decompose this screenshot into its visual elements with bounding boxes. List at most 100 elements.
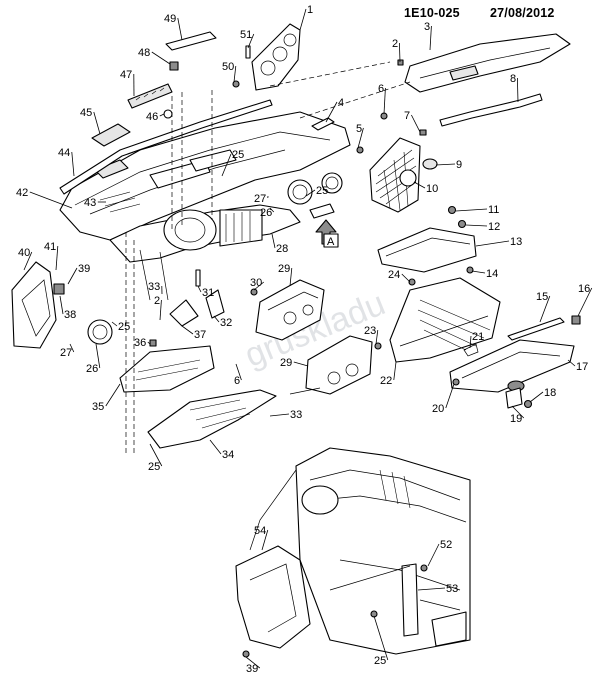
part-38-clip	[53, 283, 65, 295]
callout-c25b: 25	[316, 185, 328, 197]
leader-c8	[517, 77, 519, 103]
callout-c39a: 39	[78, 263, 90, 275]
callout-c49: 49	[164, 13, 176, 25]
callout-c16: 16	[578, 283, 590, 295]
callout-c1: 1	[307, 4, 313, 16]
callout-c8: 8	[510, 73, 516, 85]
part-29-center-bezel	[289, 335, 373, 395]
part-50-fastener	[232, 80, 240, 88]
leader-c11	[455, 208, 488, 212]
callout-c40: 40	[18, 247, 30, 259]
part-20-fastener	[452, 378, 460, 386]
part-45-grille	[91, 123, 131, 147]
callout-c42: 42	[16, 187, 28, 199]
callout-c30: 30	[250, 277, 262, 289]
callout-c2: 2	[392, 38, 398, 50]
leader-c22	[393, 361, 397, 381]
leader-c34	[209, 439, 222, 455]
callout-c29a: 29	[278, 263, 290, 275]
leader-c54	[261, 529, 269, 551]
callout-c26b: 26	[86, 363, 98, 375]
part-19-latch	[505, 387, 523, 409]
callout-c25d: 25	[148, 461, 160, 473]
callout-c35: 35	[92, 401, 104, 413]
callout-c46: 46	[146, 111, 158, 123]
leader-c29b	[293, 361, 309, 367]
callout-c27a: 27	[254, 193, 266, 205]
leader-c21	[469, 335, 472, 349]
part-53-strap	[401, 563, 419, 637]
callout-c7: 7	[404, 110, 410, 122]
center-gauge	[287, 172, 343, 219]
diagram-code: 1E10-025	[404, 6, 460, 20]
leader-c29a	[289, 267, 293, 287]
leader-c39b	[245, 656, 261, 669]
part-24-fastener	[408, 278, 416, 286]
part-40-end-cap	[11, 261, 57, 349]
callout-labels: 1234567891011121314151617181920212223242…	[16, 4, 590, 675]
leader-c19	[511, 405, 525, 419]
leader-c15	[539, 295, 551, 323]
part-14-fastener	[466, 266, 474, 274]
part-1-gauge-bezel	[251, 23, 301, 91]
callout-c52: 52	[440, 539, 452, 551]
part-35-knee-bolster	[119, 345, 215, 393]
leader-c39a	[67, 267, 78, 285]
leader-c13	[475, 240, 510, 247]
callout-c54: 54	[254, 525, 266, 537]
callout-c13: 13	[510, 236, 522, 248]
callout-c37: 37	[194, 329, 206, 341]
callout-c36: 36	[134, 337, 146, 349]
leader-c46	[159, 113, 165, 117]
leader-c53	[417, 587, 446, 591]
part-51-pin	[245, 45, 251, 59]
callout-c23: 23	[364, 325, 376, 337]
part-16-bumper	[571, 315, 581, 325]
part-47-vent	[127, 83, 173, 109]
leader-c1	[299, 8, 307, 31]
part-2-clip	[397, 59, 404, 66]
leader-c44	[71, 151, 75, 177]
leader-c45	[93, 111, 101, 135]
part-10-end-panel	[369, 137, 421, 213]
callout-c31: 31	[202, 287, 214, 299]
leader-c36	[147, 341, 151, 345]
callout-c10: 10	[426, 183, 438, 195]
leader-c25d	[149, 443, 163, 467]
part-4-trim	[311, 117, 335, 131]
leader-c25b	[305, 189, 316, 197]
callout-c6: 6	[378, 83, 384, 95]
view-a-arrow: A	[315, 219, 339, 248]
leader-c30	[253, 281, 265, 291]
leader-c2	[399, 42, 401, 63]
callout-c21: 21	[472, 331, 484, 343]
leader-c26a	[269, 207, 275, 213]
part-37-bracket	[169, 299, 199, 327]
callout-c18: 18	[544, 387, 556, 399]
leader-c38	[59, 295, 64, 315]
leader-c6	[383, 87, 386, 115]
part-18-screw	[523, 399, 533, 409]
leader-c41	[55, 245, 59, 271]
leader-c5	[357, 127, 364, 149]
part-46-fastener	[163, 109, 173, 119]
callout-c51: 51	[240, 29, 252, 41]
callout-c34: 34	[222, 449, 234, 461]
leader-c9	[435, 163, 456, 166]
leader-c24	[401, 273, 411, 283]
leader-c12	[465, 224, 488, 227]
leader-c17	[567, 359, 576, 367]
leader-c20	[445, 383, 455, 409]
part-12-nut	[457, 219, 467, 229]
leader-c25e	[373, 615, 389, 661]
part-8-trim-strip	[439, 93, 543, 127]
callout-c41: 41	[44, 241, 56, 253]
part-5-fastener	[356, 146, 364, 154]
leader-c35	[105, 383, 121, 407]
leader-c4	[325, 101, 338, 123]
leader-c49	[177, 17, 183, 41]
part-54-closeout-panel	[235, 545, 311, 649]
part-17-glovebox-door	[449, 339, 575, 393]
instrument-panel-body	[59, 111, 351, 241]
